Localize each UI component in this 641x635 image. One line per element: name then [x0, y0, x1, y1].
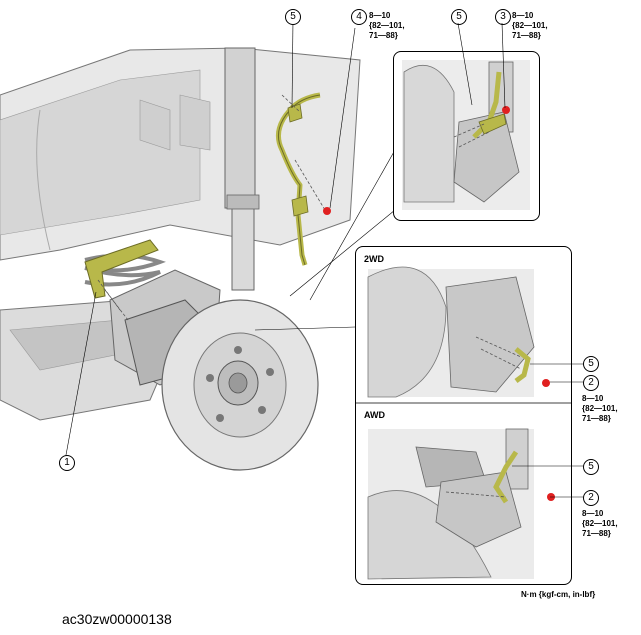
harness-clip	[287, 103, 309, 217]
callout-inset-sensor: 5	[451, 9, 467, 25]
leader-bracket	[65, 291, 97, 456]
leader-sensor-top	[291, 19, 294, 109]
inset-panel-bottom	[355, 246, 572, 585]
callout-sensor-top: 5	[285, 9, 301, 25]
inset-top-dashed	[453, 123, 490, 148]
callout-2wd-sensor: 5	[583, 356, 599, 372]
inset-top-knuckle	[453, 111, 520, 203]
twowd-bolt	[542, 379, 550, 387]
inset-top-bolt	[502, 106, 510, 114]
shock-collar	[226, 194, 260, 210]
inset-panel-top	[393, 51, 540, 221]
leader-bolt-top	[329, 27, 356, 209]
abs-sensor-harness-outline	[277, 94, 321, 266]
inset-top-bracket	[478, 113, 507, 135]
bracket-dashed	[97, 279, 129, 321]
twowd-dashed	[475, 336, 522, 370]
diagram-id: ac30zw00000138	[62, 611, 172, 627]
awd-shock	[505, 428, 529, 490]
twowd-disc	[367, 266, 447, 398]
inset-connector-top-a	[309, 149, 396, 301]
body-panel-edge	[36, 109, 51, 251]
torque-top: 8—10 {82—101, 71—88}	[369, 11, 405, 40]
torque-inset: 8—10 {82—101, 71—88}	[512, 11, 548, 40]
bolt-top	[323, 207, 331, 215]
inset-top-disc	[403, 64, 455, 203]
awd-dashed	[445, 491, 507, 498]
hub-studs	[206, 346, 274, 422]
callout-awd-sensor: 5	[583, 459, 599, 475]
units-label: N·m {kgf-cm, in-lbf}	[521, 590, 596, 599]
callout-main-bracket: 1	[59, 455, 75, 471]
awd-sensor	[493, 450, 519, 504]
callout-bolt-top: 4	[351, 9, 367, 25]
twowd-sensor	[514, 347, 531, 383]
callout-awd-bolt: 2	[583, 490, 599, 506]
callout-2wd-bolt: 2	[583, 375, 599, 391]
torque-2wd: 8—10 {82—101, 71—88}	[582, 394, 618, 423]
inset-connector-top-b	[289, 209, 396, 297]
inset-top-harness	[472, 71, 502, 139]
label-2wd: 2WD	[364, 254, 384, 264]
callout-inset-bolt: 3	[495, 9, 511, 25]
wheel-hub-center	[228, 372, 248, 394]
harness-dashed-guide	[281, 94, 326, 211]
inset-connector-bottom	[254, 326, 356, 331]
torque-awd: 8—10 {82—101, 71—88}	[582, 509, 618, 538]
body-ribs	[139, 94, 211, 151]
label-awd: AWD	[364, 410, 385, 420]
twowd-knuckle	[445, 276, 535, 393]
